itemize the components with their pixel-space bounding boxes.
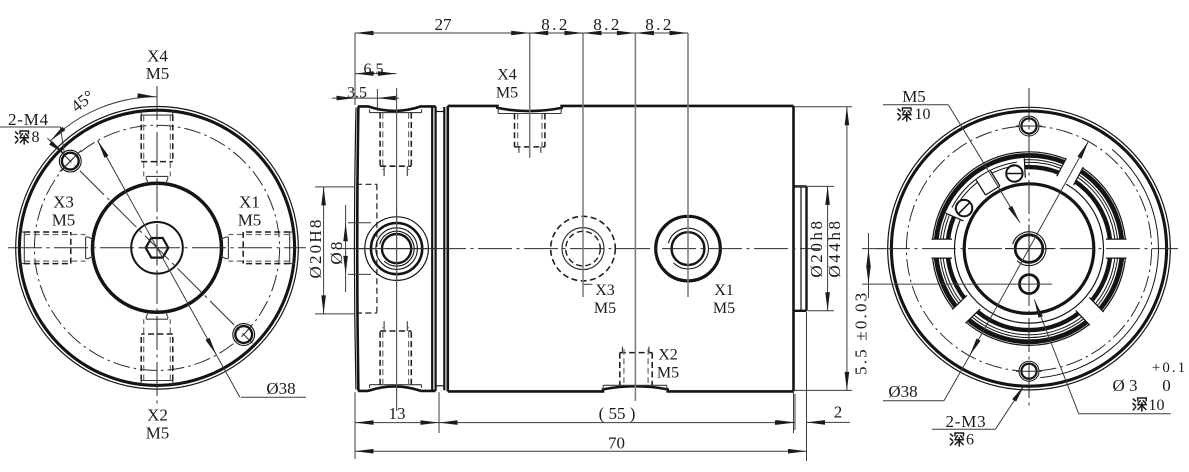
svg-text:5.5 ±0.03: 5.5 ±0.03 <box>852 291 871 375</box>
svg-text:6: 6 <box>966 432 974 449</box>
svg-text:Ø20h8: Ø20h8 <box>807 218 826 277</box>
svg-text:M5: M5 <box>657 365 679 382</box>
svg-text:M5: M5 <box>496 85 518 102</box>
svg-text:2: 2 <box>834 403 843 422</box>
svg-text:Ø 3: Ø 3 <box>1112 376 1137 395</box>
svg-text:13: 13 <box>389 404 406 423</box>
svg-text:2-M4: 2-M4 <box>8 110 49 129</box>
svg-text:M5: M5 <box>713 300 735 317</box>
svg-text:M5: M5 <box>146 64 170 83</box>
svg-text:M5: M5 <box>146 424 170 443</box>
svg-text:+0.1: +0.1 <box>1152 360 1187 376</box>
svg-text:8.2: 8.2 <box>541 15 569 34</box>
svg-text:3.5: 3.5 <box>347 85 367 102</box>
svg-text:( 55 ): ( 55 ) <box>599 404 636 423</box>
svg-text:8.2: 8.2 <box>593 15 621 34</box>
svg-text:X1: X1 <box>239 193 260 212</box>
svg-text:X2: X2 <box>658 347 678 364</box>
svg-text:70: 70 <box>608 434 625 453</box>
svg-text:27: 27 <box>435 15 453 34</box>
svg-text:X3: X3 <box>53 193 74 212</box>
svg-text:Ø38: Ø38 <box>888 382 917 401</box>
svg-text:Ø38: Ø38 <box>266 379 295 398</box>
svg-text:X2: X2 <box>147 406 168 425</box>
svg-text:Ø8: Ø8 <box>327 239 346 264</box>
svg-text:M5: M5 <box>52 211 76 230</box>
svg-text:2-M3: 2-M3 <box>946 412 987 431</box>
svg-text:M5: M5 <box>594 300 616 317</box>
svg-text:6.5: 6.5 <box>364 61 384 78</box>
svg-text:Ø44h8: Ø44h8 <box>825 218 844 277</box>
svg-text:X4: X4 <box>497 67 517 84</box>
svg-text:10: 10 <box>915 106 931 123</box>
svg-text:8.2: 8.2 <box>645 15 673 34</box>
svg-text:8: 8 <box>32 129 40 146</box>
svg-text:Ø20H8: Ø20H8 <box>306 217 325 278</box>
svg-text:X4: X4 <box>147 47 168 66</box>
svg-text:X1: X1 <box>714 282 734 299</box>
svg-text:0: 0 <box>1162 376 1171 395</box>
svg-text:M5: M5 <box>902 87 926 106</box>
svg-text:M5: M5 <box>238 211 262 230</box>
svg-text:X3: X3 <box>595 282 615 299</box>
svg-text:10: 10 <box>1149 397 1165 414</box>
